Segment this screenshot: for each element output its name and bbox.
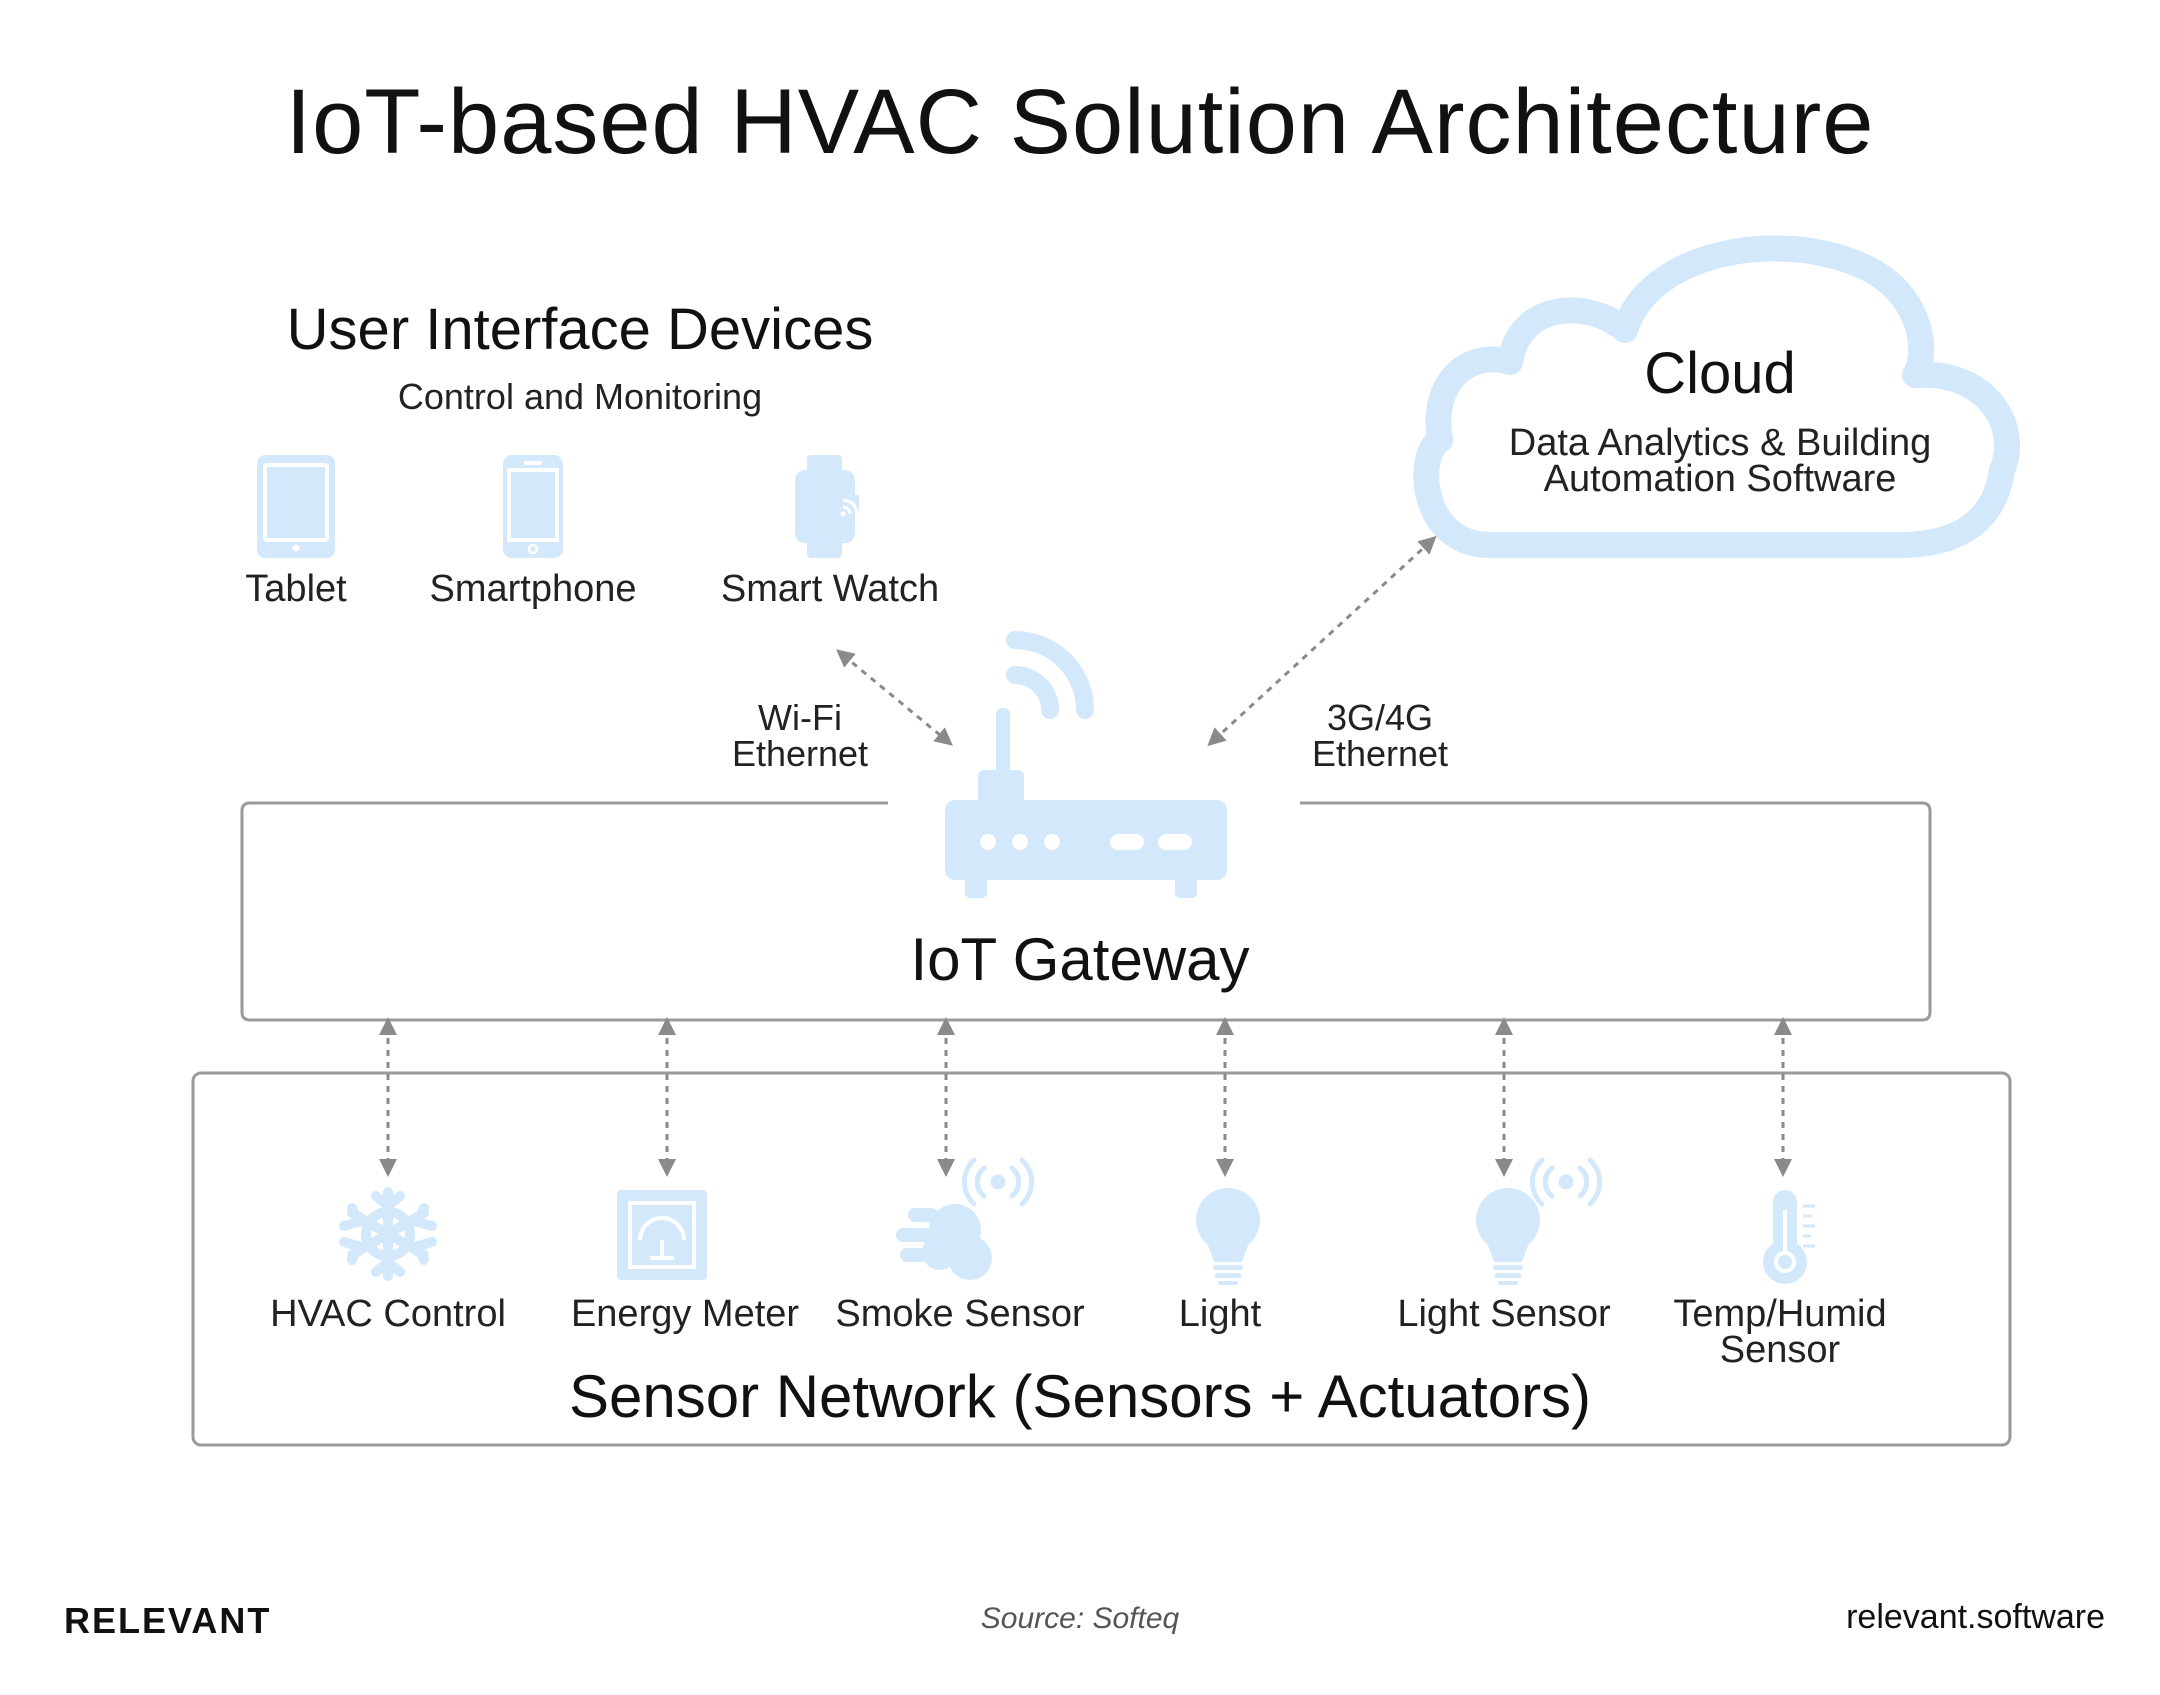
- conn-right-line1: 3G/4G: [1326, 697, 1434, 738]
- cloud-title: Cloud: [1644, 341, 1796, 406]
- cloud-subtitle-line1: Data Analytics & Building: [1508, 422, 1932, 464]
- brand-logo: RELEVANT: [64, 1600, 272, 1641]
- website-link[interactable]: relevant.software: [1846, 1598, 2105, 1636]
- sensor-label-temp-humid-line2: Sensor: [1719, 1329, 1841, 1371]
- tablet-icon: [257, 455, 335, 558]
- sensor-network-label: Sensor Network (Sensors + Actuators): [568, 1363, 1592, 1430]
- sensor-label-light: Light: [1178, 1293, 1262, 1335]
- cloud-shape: [1413, 235, 2020, 558]
- sensor-label-energy-meter: Energy Meter: [570, 1293, 800, 1335]
- wifi-ethernet-label: Wi-Fi Ethernet: [680, 700, 920, 772]
- gateway-box: [240, 801, 1932, 1022]
- wifi-connection-arrow: [836, 649, 953, 746]
- sensor-label-temp-humid-line1: Temp/Humid: [1673, 1293, 1887, 1335]
- sensor-connection-arrows: [379, 1017, 1792, 1177]
- device-label-smartphone: Smartphone: [429, 568, 637, 610]
- smoke-sensor-icon: [896, 1157, 1035, 1280]
- source-caption: Source: Softeq: [980, 1602, 1180, 1635]
- diagram-title: IoT-based HVAC Solution Architecture: [285, 71, 1875, 173]
- smartphone-icon: [503, 455, 563, 558]
- router-icon: [945, 631, 1227, 898]
- light-bulb-icon: [1196, 1188, 1260, 1285]
- cloud-subtitle: Data Analytics & Building Automation Sof…: [1420, 422, 2020, 500]
- cellular-connection-arrow: [1207, 535, 1437, 747]
- snowflake-icon: [339, 1187, 437, 1281]
- sensor-label-temp-humid: Temp/Humid Sensor: [1640, 1293, 1920, 1371]
- conn-right-line2: Ethernet: [1311, 733, 1449, 774]
- conn-left-line2: Ethernet: [731, 733, 869, 774]
- sensor-label-smoke: Smoke Sensor: [835, 1293, 1085, 1335]
- gateway-label: IoT Gateway: [910, 926, 1250, 993]
- thermometer-icon: [1763, 1190, 1815, 1284]
- cellular-ethernet-label: 3G/4G Ethernet: [1260, 700, 1500, 772]
- conn-left-line1: Wi-Fi: [758, 697, 842, 738]
- light-sensor-icon: [1476, 1157, 1603, 1285]
- sensor-network-box: [191, 1071, 2012, 1447]
- energy-meter-icon: [617, 1190, 707, 1280]
- user-interface-title: User Interface Devices: [286, 297, 874, 362]
- device-label-smartwatch: Smart Watch: [720, 568, 940, 610]
- cloud-subtitle-line2: Automation Software: [1543, 458, 1897, 500]
- smartwatch-icon: [795, 455, 859, 558]
- device-label-tablet: Tablet: [245, 568, 347, 610]
- user-interface-subtitle: Control and Monitoring: [397, 376, 763, 417]
- sensor-label-light-sensor: Light Sensor: [1397, 1293, 1611, 1335]
- sensor-label-hvac: HVAC Control: [270, 1293, 506, 1335]
